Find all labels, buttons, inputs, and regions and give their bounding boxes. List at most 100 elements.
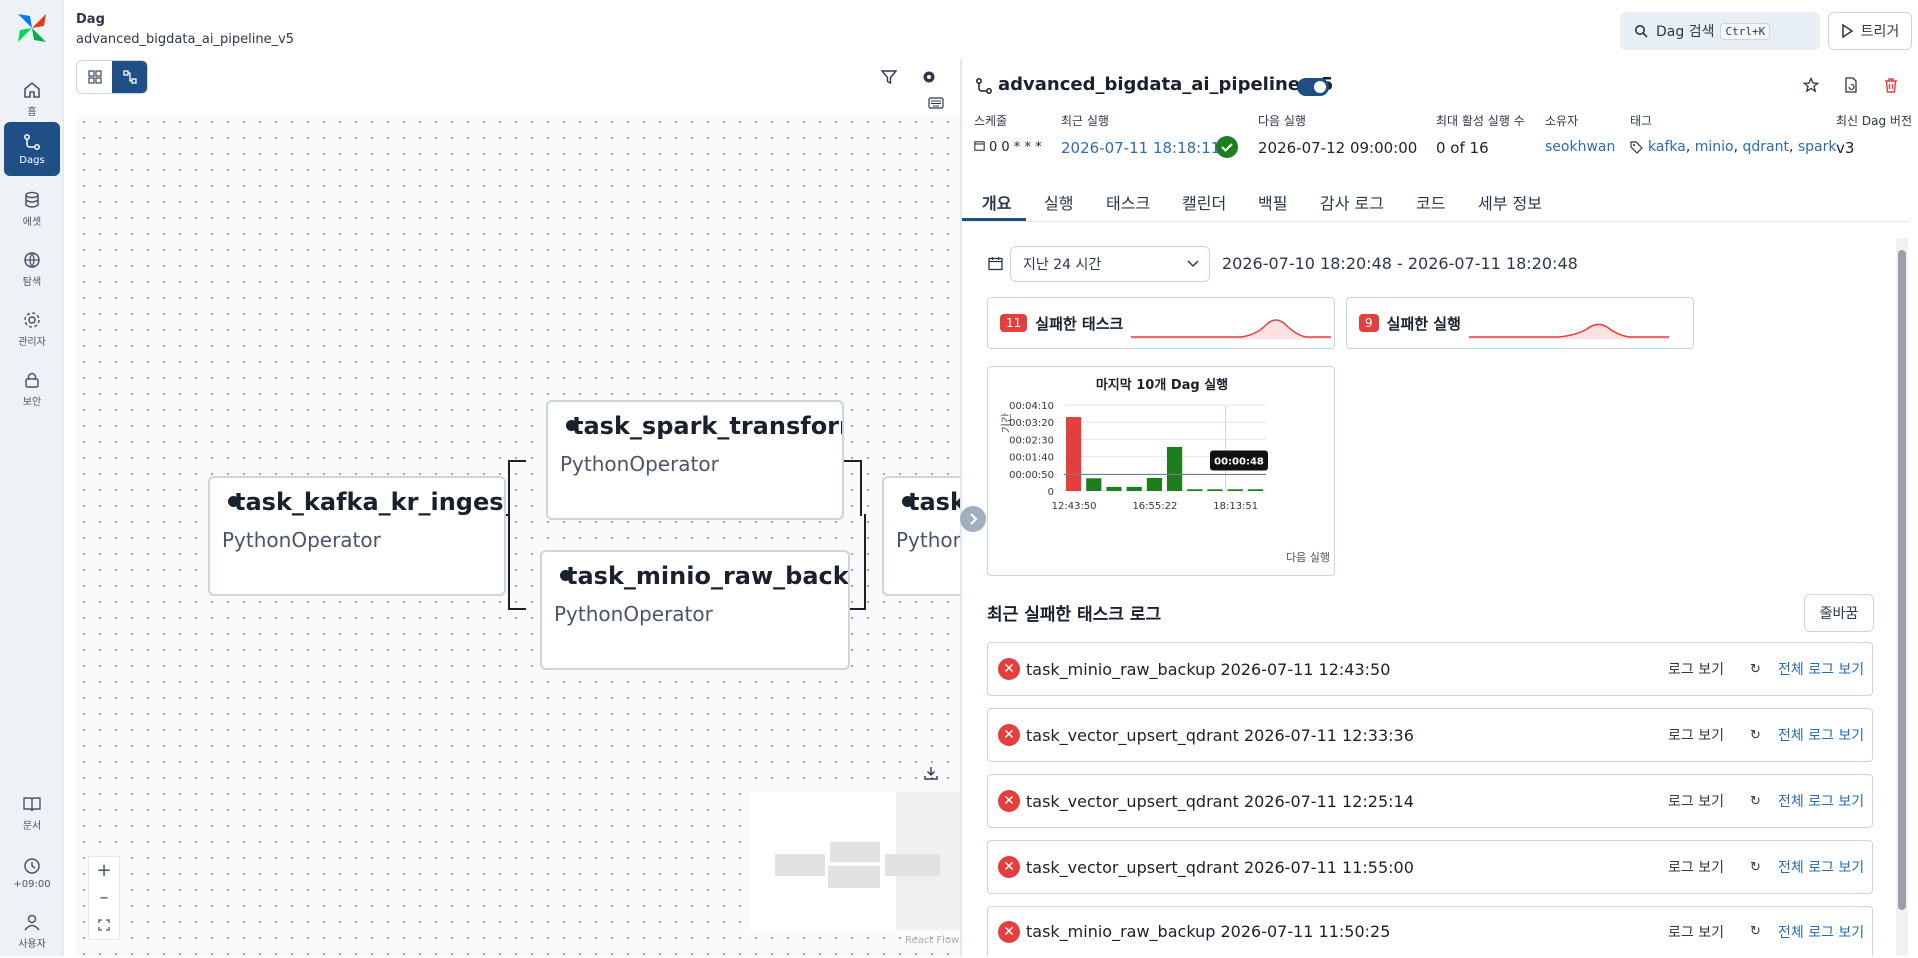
failed-log-row[interactable]: ✕ task_minio_raw_backup 2026-07-11 11:50… [987, 906, 1873, 956]
view-log-button[interactable]: 로그 보기 [1668, 860, 1724, 876]
tag-minio[interactable]: minio [1694, 139, 1734, 155]
failed-log-row[interactable]: ✕ task_vector_upsert_qdrant 2026-07-11 1… [987, 840, 1873, 894]
full-log-link[interactable]: 전체 로그 보기 [1778, 728, 1865, 744]
failed-log-row[interactable]: ✕ task_vector_upsert_qdrant 2026-07-11 1… [987, 708, 1873, 762]
task-node[interactable]: task_kafka_kr_ingest PythonOperator [208, 476, 506, 596]
failed-tasks-card[interactable]: 11 실패한 태스크 [987, 297, 1335, 349]
fit-view-button[interactable] [98, 915, 110, 936]
react-flow-attribution[interactable]: React Flow [905, 935, 960, 946]
chart-x-label: 다음 실행 [1286, 551, 1330, 564]
tab-overview[interactable]: 개요 [982, 194, 1012, 213]
refresh-icon[interactable]: ↻ [1750, 924, 1761, 939]
tab-runs[interactable]: 실행 [1044, 194, 1074, 213]
edge-spark-vector [844, 460, 862, 516]
chart-bar[interactable] [1247, 489, 1263, 491]
last-run-value[interactable]: 2026-07-11 18:18:11 [1061, 139, 1221, 157]
nav-admin[interactable]: 관리자 [4, 302, 60, 356]
zoom-in-button[interactable]: + [96, 860, 112, 882]
failed-log-row[interactable]: ✕ task_minio_raw_backup 2026-07-11 12:43… [987, 642, 1873, 696]
schedule-cron: 0 0 * * * [989, 140, 1042, 155]
nav-dags-label: Dags [19, 155, 45, 166]
view-log-button[interactable]: 로그 보기 [1668, 924, 1724, 941]
nav-dags[interactable]: Dags [4, 122, 60, 176]
task-node[interactable]: task_spark_transform PythonOperator [546, 400, 844, 520]
dag-search-button[interactable]: Dag 검색 Ctrl+K [1620, 12, 1820, 50]
chart-bar[interactable] [1227, 489, 1243, 491]
chart-bar[interactable] [1066, 417, 1082, 491]
tab-backfill[interactable]: 백필 [1258, 194, 1288, 213]
full-log-link[interactable]: 전체 로그 보기 [1778, 794, 1865, 810]
book-icon [23, 797, 41, 812]
refresh-icon[interactable]: ↻ [1750, 793, 1761, 809]
chart-bar[interactable] [1086, 478, 1102, 491]
tab-calendar[interactable]: 캘린더 [1182, 194, 1227, 213]
view-log-button[interactable]: 로그 보기 [1668, 728, 1724, 744]
left-nav: 홈 Dags 에셋 탐색 관리자 보안 문서 +09:00 사용자 [0, 0, 64, 956]
gear-icon [24, 312, 40, 328]
failed-runs-card[interactable]: 9 실패한 실행 [1346, 297, 1694, 349]
nav-home[interactable]: 홈 [4, 72, 60, 126]
full-log-link[interactable]: 전체 로그 보기 [1778, 924, 1865, 941]
airflow-logo[interactable] [14, 10, 50, 46]
tab-audit-log[interactable]: 감사 로그 [1320, 194, 1384, 213]
collapse-pane-button[interactable] [960, 506, 986, 532]
delete-dag-button[interactable] [1876, 70, 1906, 100]
minimap[interactable] [750, 792, 960, 930]
chart-y-tick: 0 [1048, 487, 1054, 498]
chart-bar[interactable] [1207, 489, 1223, 491]
owner-value[interactable]: seokhwan [1545, 139, 1616, 155]
scrollbar-thumb[interactable] [1898, 250, 1906, 910]
task-node-operator: PythonOperator [896, 528, 960, 552]
grid-view-button[interactable] [77, 61, 112, 93]
task-node[interactable]: task_minio_raw_backup PythonOperator [540, 550, 850, 670]
view-log-button[interactable]: 로그 보기 [1668, 794, 1724, 810]
pane-divider[interactable] [960, 60, 962, 956]
wrap-toggle-button[interactable]: 줄바꿈 [1804, 594, 1874, 632]
breadcrumb-section[interactable]: Dag [76, 12, 105, 27]
refresh-icon[interactable]: ↻ [1750, 661, 1761, 677]
favorite-button[interactable] [1796, 70, 1826, 100]
chart-bar[interactable] [1187, 489, 1203, 491]
nav-assets[interactable]: 에셋 [4, 182, 60, 236]
nav-security[interactable]: 보안 [4, 362, 60, 416]
reparse-button[interactable] [1836, 70, 1866, 100]
tags-label: 태그 [1630, 114, 1653, 128]
graph-view-button[interactable] [112, 61, 147, 93]
chart-bar[interactable] [1146, 477, 1162, 491]
time-range-value: 지난 24 시간 [1023, 257, 1102, 273]
nav-user[interactable]: 사용자 [4, 904, 60, 958]
active-tab-indicator [962, 218, 1026, 221]
filter-button[interactable] [874, 62, 904, 92]
keyboard-shortcuts-button[interactable] [924, 92, 948, 114]
download-image-button[interactable] [916, 758, 946, 788]
trigger-button[interactable]: 트리거 [1828, 12, 1912, 50]
gear-icon [923, 71, 935, 83]
tag-icon [1630, 140, 1643, 154]
chart-bar[interactable] [1167, 446, 1183, 491]
pause-toggle[interactable] [1297, 78, 1329, 96]
zoom-out-button[interactable]: – [99, 887, 109, 909]
chart-bar[interactable] [1106, 486, 1122, 491]
nav-docs[interactable]: 문서 [4, 786, 60, 840]
task-node[interactable]: task_vector_upsert_qdrant PythonOperator [882, 476, 960, 596]
tag-qdrant[interactable]: qdrant [1742, 139, 1789, 155]
nav-browse[interactable]: 탐색 [4, 242, 60, 296]
nav-timezone[interactable]: +09:00 [4, 846, 60, 900]
failed-log-row[interactable]: ✕ task_vector_upsert_qdrant 2026-07-11 1… [987, 774, 1873, 828]
chart-y-tick: 00:00:50 [1009, 470, 1054, 481]
chart-bar[interactable] [1126, 486, 1142, 491]
refresh-icon[interactable]: ↻ [1750, 727, 1761, 743]
graph-settings-button[interactable] [914, 62, 944, 92]
full-log-link[interactable]: 전체 로그 보기 [1778, 860, 1865, 876]
refresh-icon[interactable]: ↻ [1750, 859, 1761, 875]
view-log-button[interactable]: 로그 보기 [1668, 662, 1724, 678]
tab-code[interactable]: 코드 [1416, 194, 1446, 213]
full-log-link[interactable]: 전체 로그 보기 [1778, 662, 1865, 678]
tab-details[interactable]: 세부 정보 [1478, 194, 1542, 213]
tag-spark[interactable]: spark [1797, 139, 1837, 155]
time-range-select[interactable]: 지난 24 시간 [1010, 246, 1210, 282]
next-run-label: 다음 실행 [1258, 114, 1306, 128]
tag-kafka[interactable]: kafka [1648, 139, 1686, 155]
tab-tasks[interactable]: 태스크 [1106, 194, 1151, 213]
failed-log-name: task_minio_raw_backup 2026-07-11 12:43:5… [1026, 659, 1391, 679]
